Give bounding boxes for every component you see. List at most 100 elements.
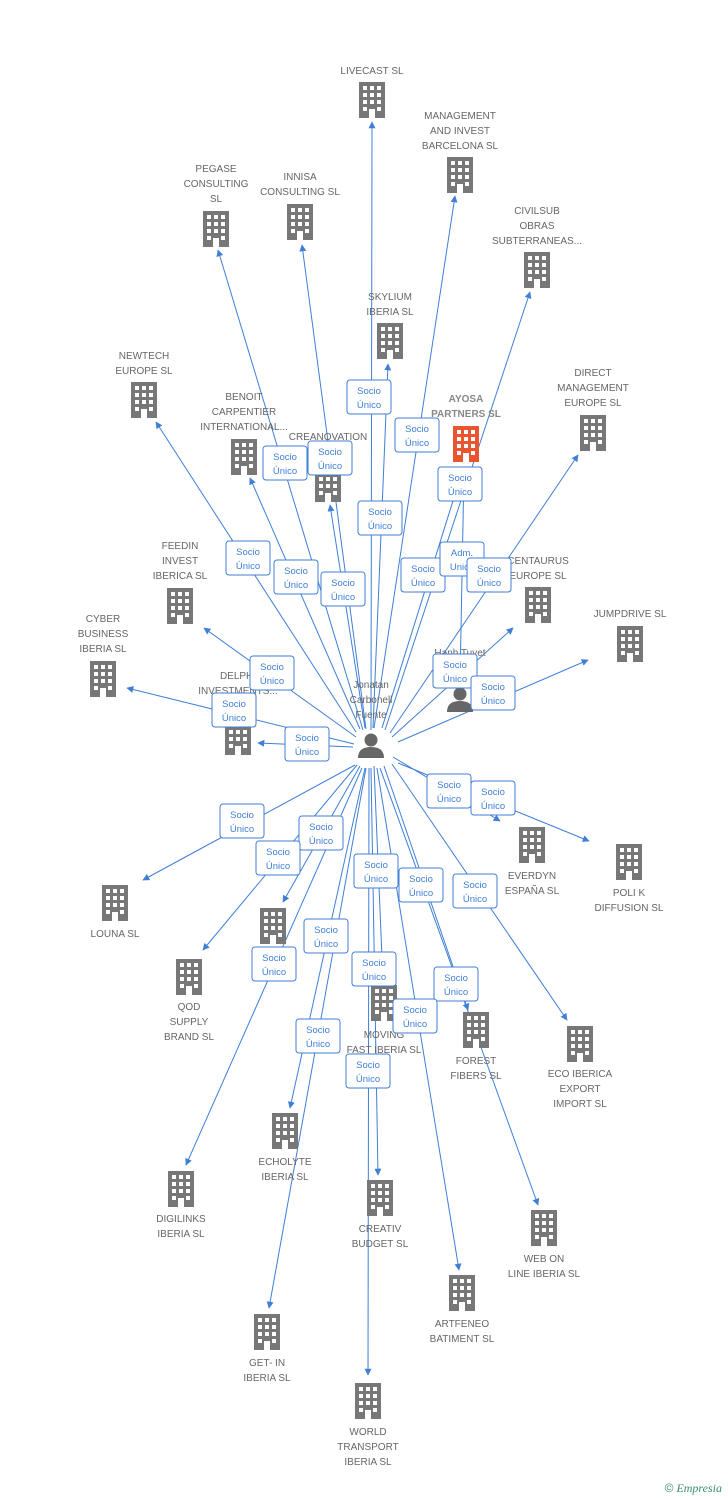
edge-ayosa: [381, 471, 464, 729]
company-node-louna[interactable]: LOUNA SL: [91, 885, 140, 940]
building-icon: [377, 323, 403, 359]
building-icon: [525, 587, 551, 623]
person-icon[interactable]: [358, 733, 384, 759]
company-node-creanovation[interactable]: CREANOVATION: [289, 432, 368, 502]
building-icon: [567, 1026, 593, 1062]
copyright-icon: ©: [664, 1481, 674, 1495]
edge-creanovation: [327, 504, 366, 729]
building-icon: [287, 204, 313, 240]
edge-newtech: [155, 421, 357, 733]
building-icon: [272, 1113, 298, 1149]
edge-direct-management: [389, 454, 579, 734]
company-node-jumpdrive[interactable]: JUMPDRIVE SL: [594, 609, 667, 662]
edges-layer: [126, 121, 590, 1376]
person-icon[interactable]: [447, 687, 473, 713]
building-icon: [355, 1383, 381, 1419]
building-icon: [168, 1171, 194, 1207]
brand-watermark: ©Empresia: [665, 1481, 722, 1496]
company-node-livecast[interactable]: LIVECAST SL: [340, 66, 404, 118]
